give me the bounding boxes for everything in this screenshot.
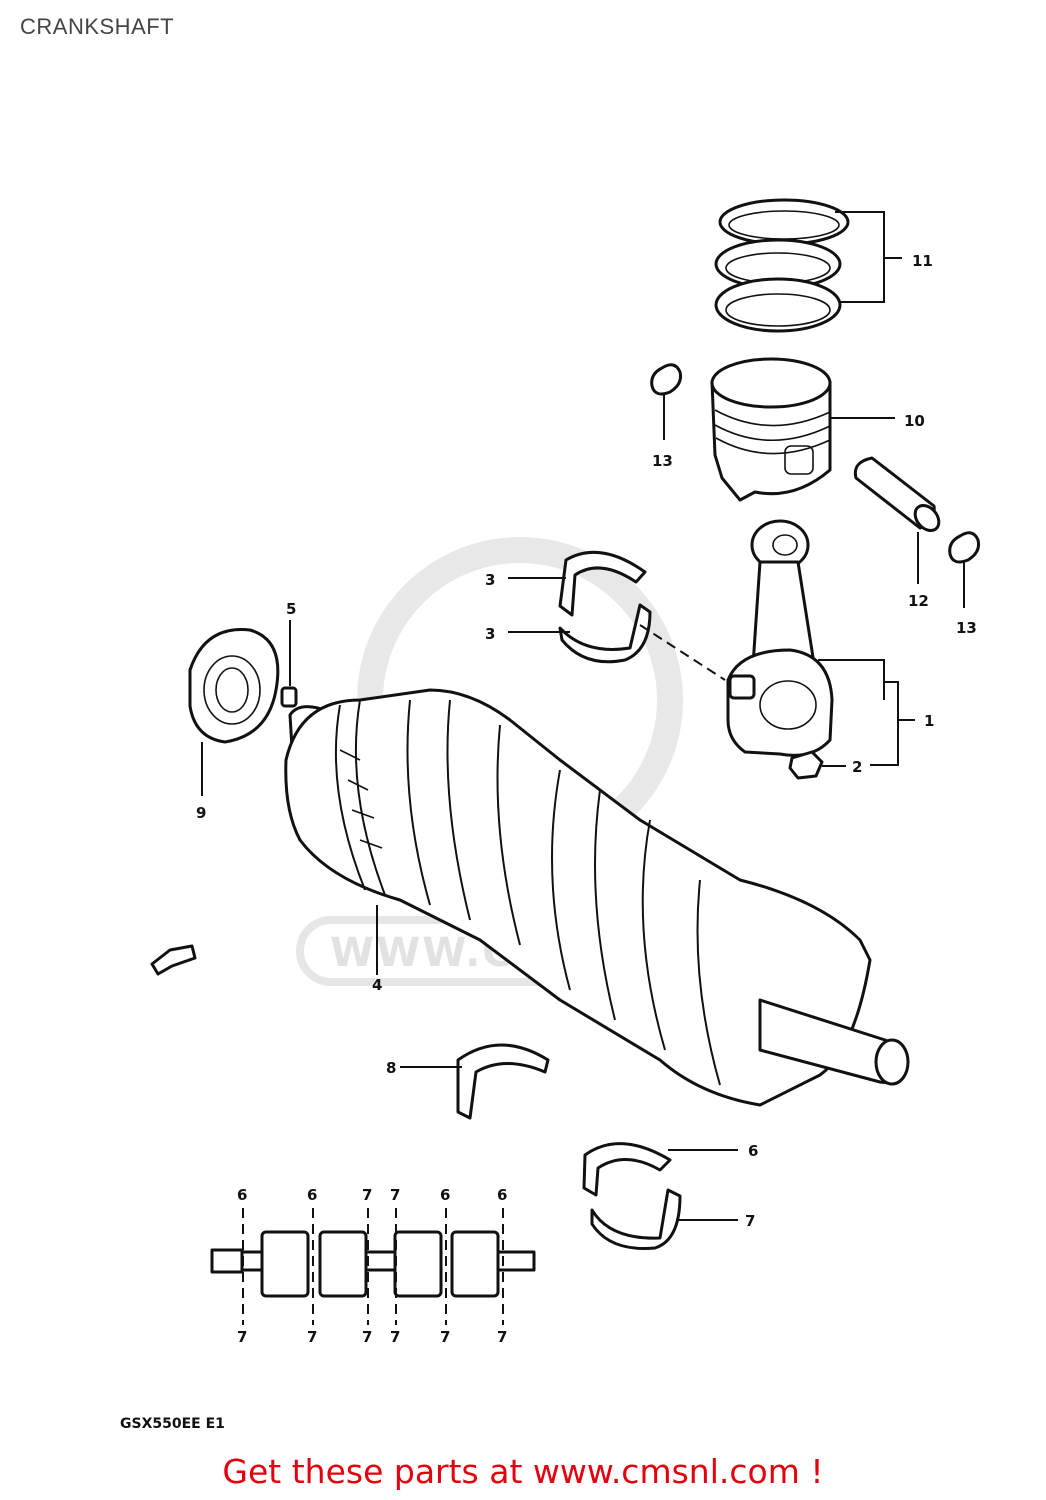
map-bottom-label-6: 7 xyxy=(497,1328,507,1346)
main-bearing-lower xyxy=(590,1188,738,1250)
dowel-pin xyxy=(280,620,298,708)
map-top-label-3: 7 xyxy=(362,1186,372,1204)
map-bottom-label-2: 7 xyxy=(307,1328,317,1346)
conrod-bearing-upper xyxy=(508,550,647,617)
callout-3-lower: 3 xyxy=(485,625,495,643)
crankshaft xyxy=(284,688,910,1107)
callout-12: 12 xyxy=(908,592,929,610)
map-top-label-5: 6 xyxy=(440,1186,450,1204)
conrod-bearing-lower xyxy=(508,603,652,664)
bearing-location-map: 6 6 7 7 6 6 7 7 7 7 7 7 xyxy=(210,1186,536,1346)
circlip-right xyxy=(948,531,980,608)
circlip-left xyxy=(650,363,682,440)
map-bottom-label-4: 7 xyxy=(390,1328,400,1346)
piston-pin xyxy=(853,456,941,584)
page-title: CRANKSHAFT xyxy=(20,14,175,39)
callout-9: 9 xyxy=(196,804,206,822)
callout-1: 1 xyxy=(924,712,934,730)
piston-rings xyxy=(714,198,902,333)
callout-5: 5 xyxy=(286,600,296,618)
callout-10: 10 xyxy=(904,412,925,430)
map-bottom-label-5: 7 xyxy=(440,1328,450,1346)
callout-6: 6 xyxy=(748,1142,758,1160)
connecting-rod xyxy=(726,519,915,766)
crankshaft-exploded-diagram: .part { fill: #ffffff; stroke: #111111; … xyxy=(120,198,980,1432)
map-top-label-4: 7 xyxy=(390,1186,400,1204)
main-bearing-upper xyxy=(582,1142,738,1197)
conrod-nut xyxy=(788,750,846,780)
map-top-label-1: 6 xyxy=(237,1186,247,1204)
callout-2: 2 xyxy=(852,758,862,776)
direction-arrow xyxy=(150,944,197,976)
callout-11: 11 xyxy=(912,252,933,270)
callout-13-right: 13 xyxy=(956,619,977,637)
map-top-label-6: 6 xyxy=(497,1186,507,1204)
callout-3-upper: 3 xyxy=(485,571,495,589)
callout-8: 8 xyxy=(386,1059,396,1077)
callout-13-left: 13 xyxy=(652,452,673,470)
piston xyxy=(710,357,895,502)
map-bottom-label-3: 7 xyxy=(362,1328,372,1346)
alignment-line xyxy=(639,624,726,681)
thrust-washer xyxy=(188,628,280,796)
map-top-label-2: 6 xyxy=(307,1186,317,1204)
callout-7: 7 xyxy=(745,1212,755,1230)
callout-4: 4 xyxy=(372,976,382,994)
model-code: GSX550EE E1 xyxy=(120,1416,225,1432)
map-bottom-label-1: 7 xyxy=(237,1328,247,1346)
footer-parts-link[interactable]: Get these parts at www.cmsnl.com ! xyxy=(222,1452,824,1491)
thrust-bearing xyxy=(400,1043,550,1120)
